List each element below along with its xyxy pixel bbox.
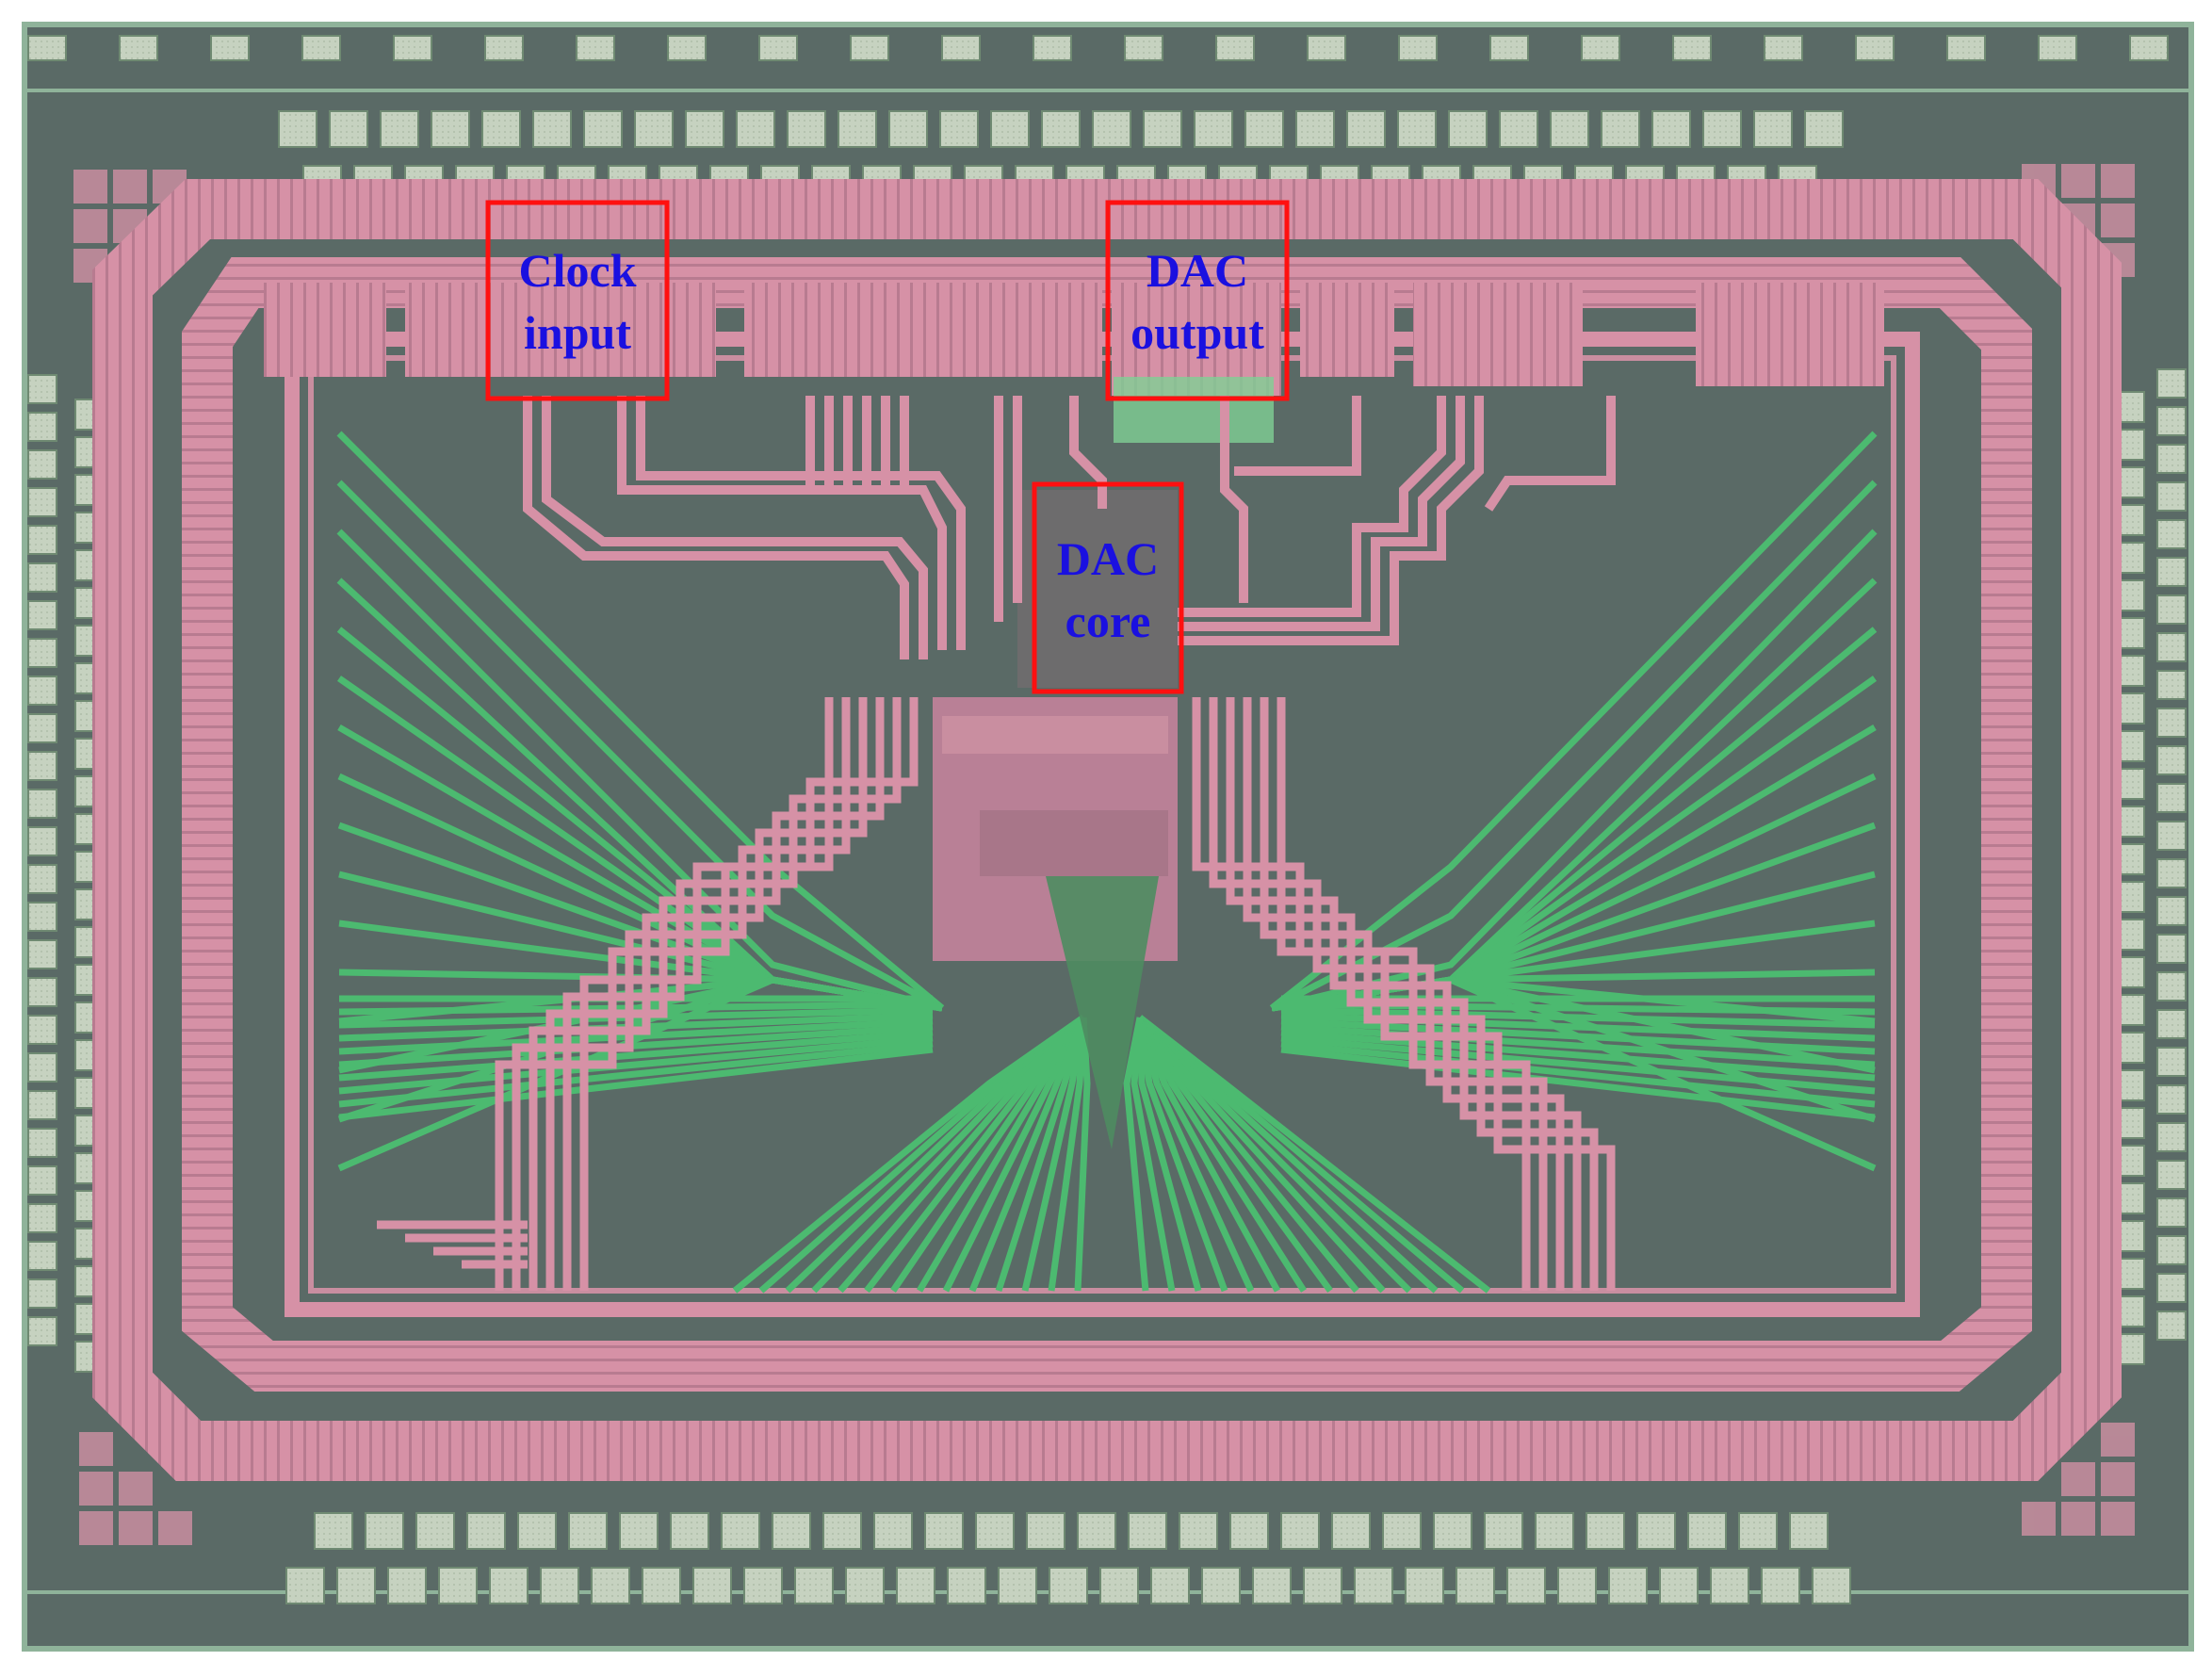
output-pad-metal [1114,377,1274,443]
clock-input-box [485,200,670,401]
dac-core-label-line2: core [1065,594,1151,647]
dac-output-label-line2: output [1130,306,1264,359]
dac-output-label-line1: DAC [1147,244,1248,297]
die-edge [22,22,2194,1652]
green-routing [336,431,1878,1294]
pink-bus-routing [377,697,1616,1291]
dac-core-label-line1: DAC [1057,532,1159,585]
dac-output-box [1105,200,1290,401]
io-cells-top [264,283,1884,396]
clock-input-label-line1: Clock [519,244,637,297]
signal-routing-top [523,396,1616,659]
dac-core-box [1032,481,1184,694]
inner-power-ring [182,257,2032,1392]
outer-power-ring [92,179,2122,1481]
clock-input-label-line2: input [524,306,631,359]
core-triangle [1046,876,1159,1149]
